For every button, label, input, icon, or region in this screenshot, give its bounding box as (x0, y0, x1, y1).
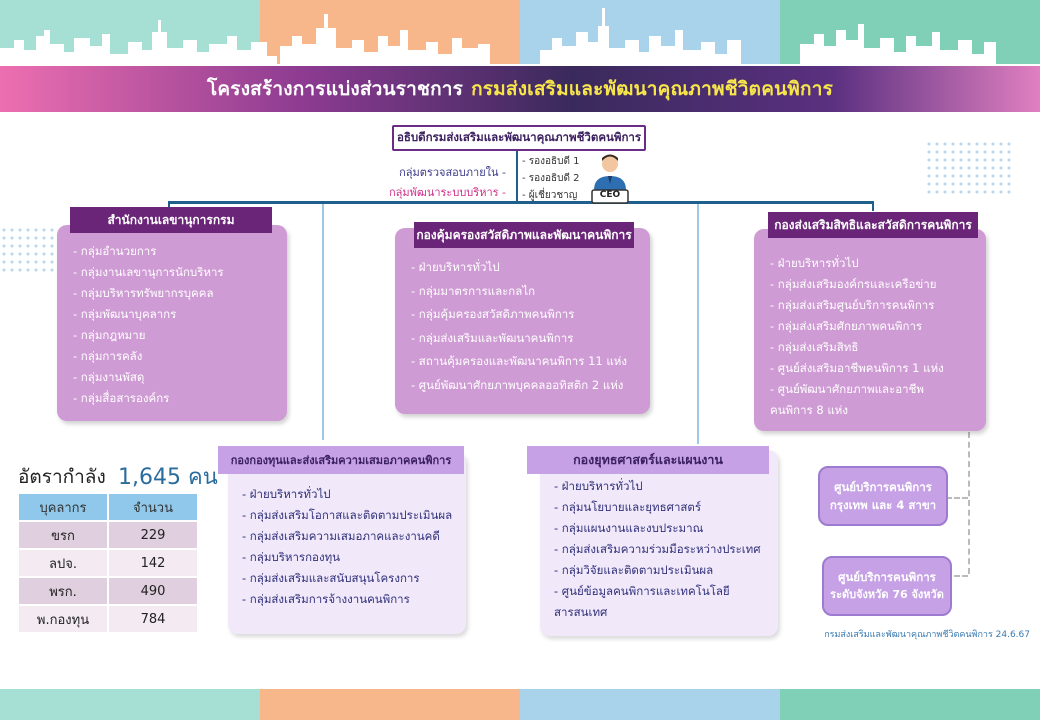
table-cell-type: พรก. (19, 578, 107, 604)
ceo-label: CEO (599, 190, 621, 200)
list-item: - กลุ่มแผนงานและงบประมาณ (554, 521, 704, 535)
list-item: - กลุ่มมาตรการและกลไก (411, 283, 536, 298)
director-title: อธิบดีกรมส่งเสริมและพัฒนาคุณภาพชีวิตคนพิ… (396, 130, 642, 144)
column-header: บุคลากร (19, 494, 107, 520)
list-item: - กลุ่มส่งเสริมและพัฒนาคนพิการ (411, 330, 574, 345)
table-cell-count: 142 (109, 550, 197, 576)
footer-note: กรมส่งเสริมและพัฒนาคุณภาพชีวิตคนพิการ 24… (824, 630, 1030, 640)
table-cell-type: ขรก (19, 522, 107, 548)
list-item: - ศูนย์พัฒนาศักยภาพและอาชีพ (770, 382, 924, 396)
table-row: ลปจ. 142 (19, 550, 197, 576)
table-cell-count: 229 (109, 522, 197, 548)
list-item: - กลุ่มนโยบายและยุทธศาสตร์ (554, 500, 702, 514)
secretariat-header: สำนักงานเลขานุการกรม (70, 207, 272, 233)
strategy-header: กองยุทธศาสตร์และแผนงาน (527, 446, 769, 474)
list-item: - ฝ่ายบริหารทั่วไป (770, 256, 859, 270)
list-item: - กลุ่มส่งเสริมองค์กรและเครือข่าย (770, 277, 937, 291)
list-item: - กลุ่มวิจัยและติดตามประเมินผล (554, 563, 714, 577)
connector-service-bkk (946, 497, 968, 499)
connector-trunk (516, 147, 518, 203)
fund-header: กองกองทุนและส่งเสริมความเสมอภาคคนพิการ (218, 446, 464, 474)
city-skyline-graphic (0, 8, 996, 64)
table-row: ขรก 229 (19, 522, 197, 548)
director-box: อธิบดีกรมส่งเสริมและพัฒนาคุณภาพชีวิตคนพิ… (392, 125, 646, 151)
list-item: - กลุ่มสื่อสารองค์กร (73, 391, 170, 405)
list-item: - กลุ่มส่งเสริมและสนับสนุนโครงการ (242, 571, 420, 585)
title-highlight: กรมส่งเสริมและพัฒนาคุณภาพชีวิตคนพิการ (471, 78, 834, 100)
list-item: - กลุ่มส่งเสริมศูนย์บริการคนพิการ (770, 298, 935, 312)
connector-fund-line (322, 204, 324, 440)
table-header-row: บุคลากร จำนวน (19, 494, 197, 520)
table-cell-count: 784 (109, 606, 197, 632)
list-item: - กลุ่มงานเลขานุการนักบริหาร (73, 265, 224, 279)
table-row: พ.กองทุน 784 (19, 606, 197, 632)
decorative-dots-left (0, 226, 60, 274)
list-item: - ฝ่ายบริหารทั่วไป (554, 479, 643, 493)
list-item: - กลุ่มบริหารทรัพยากรบุคคล (73, 286, 214, 300)
list-item: - ศูนย์ข้อมูลคนพิการและเทคโนโลยี (554, 584, 730, 598)
bottom-color-band (0, 689, 1040, 720)
page-title: โครงสร้างการแบ่งส่วนราชการ กรมส่งเสริมแล… (0, 66, 1040, 112)
rights-header: กองส่งเสริมสิทธิและสวัสดิการคนพิการ (768, 212, 978, 238)
connector-service-provincial (946, 575, 968, 577)
list-item: - กลุ่มส่งเสริมความเสมอภาคและงานคดี (242, 529, 440, 543)
list-item: สารสนเทศ (554, 605, 608, 619)
list-item: - กลุ่มอำนวยการ (73, 244, 157, 258)
list-item: คนพิการ 8 แห่ง (770, 403, 848, 417)
workforce-total: 1,645 คน (118, 465, 218, 490)
protection-header: กองคุ้มครองสวัสดิภาพและพัฒนาคนพิการ (414, 222, 634, 248)
strategy-card: - ฝ่ายบริหารทั่วไป - กลุ่มนโยบายและยุทธศ… (540, 450, 778, 636)
list-item: - กลุ่มคุ้มครองสวัสดิภาพคนพิการ (411, 307, 575, 321)
list-item: - กลุ่มงานพัสดุ (73, 370, 145, 384)
list-item: - กลุ่มส่งเสริมโอกาสและติดตามประเมินผล (242, 508, 453, 522)
list-item: - สถานคุ้มครองและพัฒนาคนพิการ 11 แห่ง (411, 354, 627, 368)
connector-service-vertical (968, 432, 970, 574)
service-center-bangkok: ศูนย์บริการคนพิการ กรุงเทพ และ 4 สาขา (818, 466, 948, 526)
table-row: พรก. 490 (19, 578, 197, 604)
workforce-table: บุคลากร จำนวน ขรก 229 ลปจ. 142 พรก. 490 … (17, 492, 199, 634)
table-cell-type: ลปจ. (19, 550, 107, 576)
list-item: - กลุ่มส่งเสริมความร่วมมือระหว่างประเทศ (554, 542, 761, 556)
workforce-label: อัตรากำลัง (18, 466, 106, 488)
list-item: - ฝ่ายบริหารทั่วไป (411, 260, 500, 274)
list-item: - กลุ่มบริหารกองทุน (242, 550, 341, 564)
secretariat-card: - กลุ่มอำนวยการ - กลุ่มงานเลขานุการนักบร… (57, 225, 287, 421)
expert-label: - ผู้เชี่ยวชาญ (522, 190, 578, 201)
internal-audit-label: กลุ่มตรวจสอบภายใน - (399, 166, 506, 179)
list-item: - กลุ่มส่งเสริมสิทธิ (770, 340, 859, 354)
protection-card: - ฝ่ายบริหารทั่วไป - กลุ่มมาตรการและกลไก… (395, 228, 650, 414)
title-prefix: โครงสร้างการแบ่งส่วนราชการ (206, 78, 464, 100)
connector-right-drop (872, 201, 874, 211)
connector-horizontal (168, 201, 874, 204)
column-header: จำนวน (109, 494, 197, 520)
ceo-person-icon (591, 154, 629, 204)
list-item: - ศูนย์ส่งเสริมอาชีพคนพิการ 1 แห่ง (770, 361, 944, 375)
table-cell-type: พ.กองทุน (19, 606, 107, 632)
list-item: - กลุ่มส่งเสริมการจ้างงานคนพิการ (242, 592, 410, 606)
connector-strategy-line (697, 204, 699, 444)
service-center-provincial-line2: ระดับจังหวัด 76 จังหวัด (830, 588, 944, 601)
title-banner (0, 66, 1040, 112)
list-item: - กลุ่มพัฒนาบุคลากร (73, 307, 177, 321)
list-item: - กลุ่มส่งเสริมศักยภาพคนพิการ (770, 319, 923, 333)
decorative-dots-right (925, 140, 1015, 196)
list-item: - ศูนย์พัฒนาศักยภาพบุคคลออทิสติก 2 แห่ง (411, 377, 624, 392)
table-cell-count: 490 (109, 578, 197, 604)
service-center-bangkok-line1: ศูนย์บริการคนพิการ (834, 480, 932, 494)
service-center-provincial: ศูนย์บริการคนพิการ ระดับจังหวัด 76 จังหว… (822, 556, 952, 616)
service-center-bangkok-line2: กรุงเทพ และ 4 สาขา (829, 498, 937, 512)
service-center-provincial-line1: ศูนย์บริการคนพิการ (838, 570, 936, 584)
rights-card: - ฝ่ายบริหารทั่วไป - กลุ่มส่งเสริมองค์กร… (754, 229, 986, 431)
list-item: - ฝ่ายบริหารทั่วไป (242, 487, 331, 501)
fund-card: - ฝ่ายบริหารทั่วไป - กลุ่มส่งเสริมโอกาสแ… (228, 452, 466, 634)
list-item: - กลุ่มการคลัง (73, 349, 143, 363)
admin-dev-label: กลุ่มพัฒนาระบบบริหาร - (388, 186, 506, 199)
deputy-2-label: - รองอธิบดี 2 (522, 173, 580, 184)
list-item: - กลุ่มกฎหมาย (73, 328, 146, 342)
deputy-1-label: - รองอธิบดี 1 (522, 156, 580, 167)
connector-left-drop (168, 201, 170, 211)
